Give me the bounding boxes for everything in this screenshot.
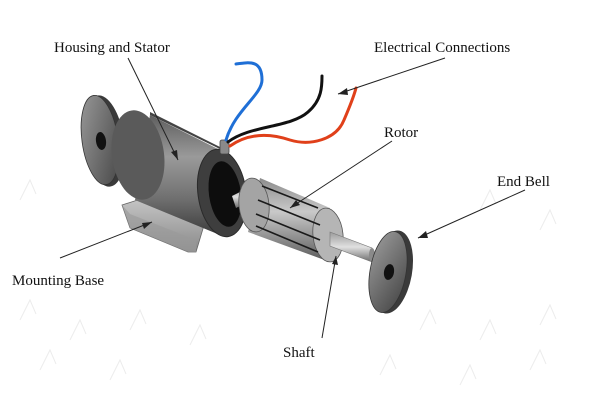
arrowhead-mounting-base — [142, 222, 152, 229]
arrowhead-electrical — [338, 88, 348, 95]
label-rotor: Rotor — [384, 125, 418, 141]
leader-end-bell — [417, 189, 526, 239]
label-end-bell: End Bell — [497, 174, 550, 190]
label-electrical-connections: Electrical Connections — [374, 40, 510, 56]
label-housing-and-stator: Housing and Stator — [54, 40, 170, 56]
leader-electrical — [337, 57, 446, 95]
leader-rotor — [289, 140, 393, 209]
label-shaft: Shaft — [283, 345, 315, 361]
wire-red — [228, 86, 358, 148]
leader-mounting-base — [59, 221, 153, 259]
end-bell-disc — [368, 230, 414, 314]
leader-lines — [59, 57, 526, 339]
label-mounting-base: Mounting Base — [12, 273, 104, 289]
wire-blue — [224, 61, 264, 142]
housing-and-stator — [111, 110, 248, 238]
arrowhead-rotor — [290, 200, 300, 208]
wire-black — [226, 74, 324, 144]
electrical-wires — [224, 61, 358, 148]
rotor — [238, 177, 344, 263]
arrowhead-end-bell — [418, 231, 428, 238]
arrowhead-shaft — [332, 256, 338, 265]
leader-housing — [127, 57, 179, 161]
background-watermark — [19, 178, 557, 386]
leader-shaft — [321, 255, 337, 339]
arrowhead-housing — [171, 150, 178, 160]
